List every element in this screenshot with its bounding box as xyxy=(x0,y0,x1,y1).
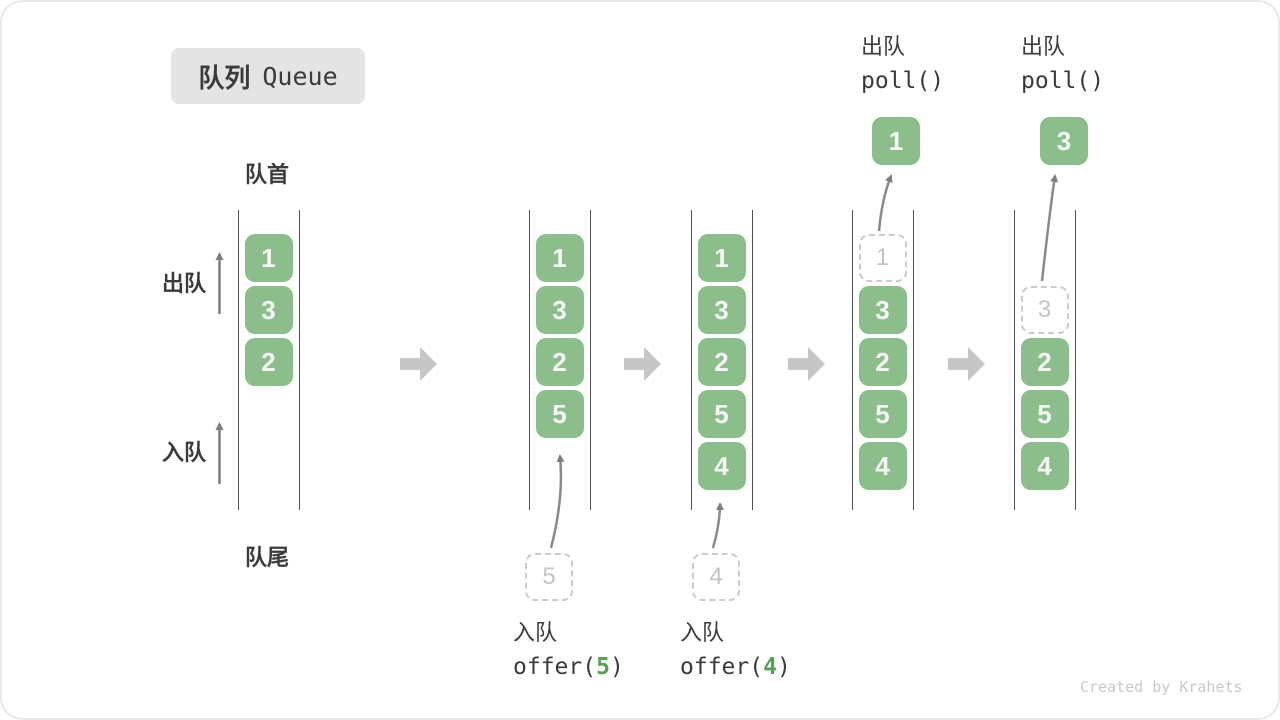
queue-cell: 5 xyxy=(858,390,907,438)
queue-column-3: 1 3 2 5 4 xyxy=(691,210,753,510)
queue-cell: 2 xyxy=(244,338,293,386)
queue-cell: 5 xyxy=(1020,390,1069,438)
enqueue-arg: 4 xyxy=(763,654,777,680)
enqueue-op-code: offer(4) xyxy=(680,654,791,680)
queue-cell: 2 xyxy=(858,338,907,386)
queue-cell: 1 xyxy=(697,234,746,282)
queue-cell: 3 xyxy=(858,286,907,334)
enqueue-arg: 5 xyxy=(596,654,610,680)
enqueue-op-zh: 入队 xyxy=(513,620,558,645)
queue-cell-removed: 1 xyxy=(858,234,907,282)
title-badge: 队列 Queue xyxy=(171,48,365,104)
dequeue-op-zh: 出队 xyxy=(861,34,906,59)
queue-cell: 1 xyxy=(244,234,293,282)
queue-column-5: 3 2 5 4 xyxy=(1014,210,1076,510)
removed-value-box: 1 xyxy=(872,117,920,165)
queue-cell: 4 xyxy=(697,442,746,490)
enqueue-op-label: 入队 offer(4) xyxy=(680,616,791,684)
dequeue-op-zh: 出队 xyxy=(1021,34,1066,59)
queue-cell: 4 xyxy=(1020,442,1069,490)
removed-value-box: 3 xyxy=(1040,117,1088,165)
watermark: Created by Krahets xyxy=(1080,678,1243,696)
staged-value-box: 5 xyxy=(525,553,573,601)
flow-arrow-icon xyxy=(400,347,437,381)
queue-cell: 4 xyxy=(858,442,907,490)
queue-column-1: 1 3 2 xyxy=(238,210,300,510)
dequeue-op-code: poll() xyxy=(861,68,945,94)
queue-cell: 3 xyxy=(697,286,746,334)
queue-cell: 1 xyxy=(535,234,584,282)
queue-cell: 5 xyxy=(697,390,746,438)
queue-cell-removed: 3 xyxy=(1020,286,1069,334)
staged-value-box: 4 xyxy=(692,553,740,601)
queue-cell: 2 xyxy=(535,338,584,386)
enqueue-direction-label: 入队 xyxy=(162,440,207,465)
flow-arrow-icon xyxy=(624,347,661,381)
queue-column-4: 1 3 2 5 4 xyxy=(852,210,914,510)
title-zh: 队列 xyxy=(198,62,251,93)
queue-rear-label: 队尾 xyxy=(245,545,290,570)
queue-cell: 5 xyxy=(535,390,584,438)
queue-cell: 3 xyxy=(244,286,293,334)
queue-cell: 3 xyxy=(535,286,584,334)
queue-cell: 2 xyxy=(1020,338,1069,386)
queue-column-2: 1 3 2 5 xyxy=(529,210,591,510)
queue-front-label: 队首 xyxy=(245,162,290,187)
flow-arrow-icon xyxy=(948,347,985,381)
enqueue-op-label: 入队 offer(5) xyxy=(513,616,624,684)
dequeue-op-label: 出队 poll() xyxy=(1021,30,1104,98)
dequeue-direction-label: 出队 xyxy=(162,271,207,296)
flow-arrow-icon xyxy=(788,347,825,381)
enqueue-op-code: offer(5) xyxy=(513,654,624,680)
dequeue-op-label: 出队 poll() xyxy=(861,30,944,98)
queue-cell: 2 xyxy=(697,338,746,386)
dequeue-op-code: poll() xyxy=(1021,68,1105,94)
enqueue-curved-arrow-icon xyxy=(711,502,724,549)
enqueue-op-zh: 入队 xyxy=(680,620,725,645)
title-en: Queue xyxy=(262,61,338,91)
